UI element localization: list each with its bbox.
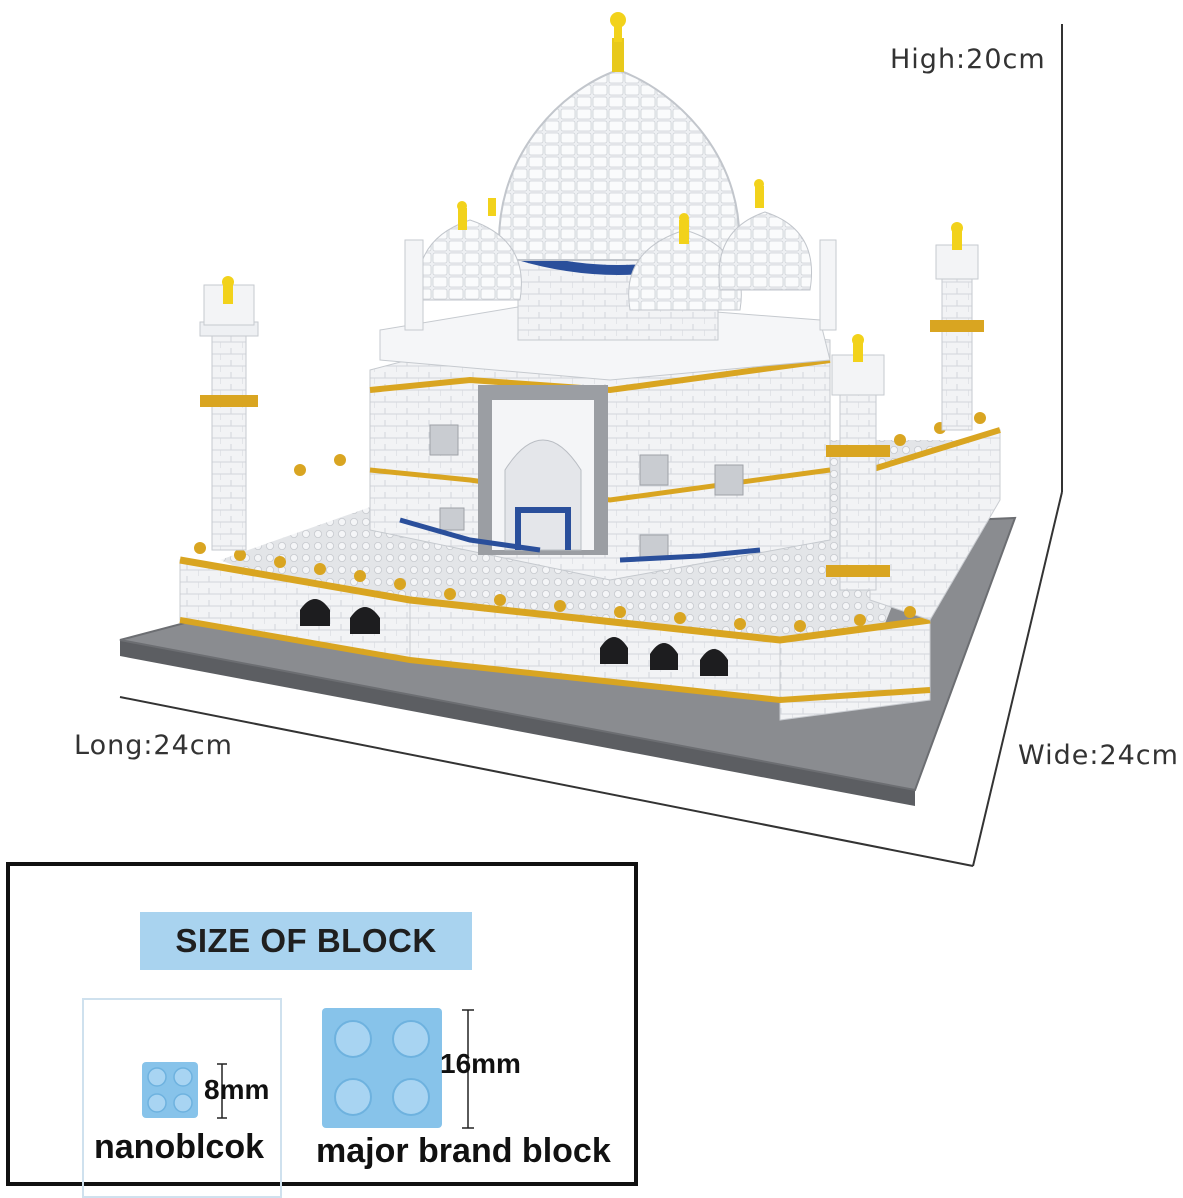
block-illustrations [142, 1008, 474, 1129]
major-size-label: 16mm [440, 1048, 521, 1079]
front-walls [179, 412, 1001, 721]
dimension-lines [119, 24, 1063, 867]
nano-block-icon [142, 1062, 198, 1118]
block-size-panel: SIZE OF BLOCK [6, 862, 638, 1198]
size-panel-title: SIZE OF BLOCK [140, 912, 472, 970]
nano-size-label: 8mm [204, 1074, 270, 1105]
nano-size-marker [217, 1063, 227, 1119]
mausoleum-body [369, 299, 831, 581]
nano-block-name: nanoblcok [94, 1128, 265, 1166]
width-label: Wide:24cm [1018, 740, 1179, 771]
minarets [199, 222, 984, 591]
major-block-icon [322, 1008, 442, 1128]
chhatri-domes [418, 179, 812, 311]
taj-mahal-model [119, 12, 1063, 867]
height-label: High:20cm [890, 44, 1046, 75]
length-label: Long:24cm [74, 730, 233, 761]
major-block-name: major brand block [316, 1132, 611, 1170]
major-size-marker [462, 1009, 474, 1129]
